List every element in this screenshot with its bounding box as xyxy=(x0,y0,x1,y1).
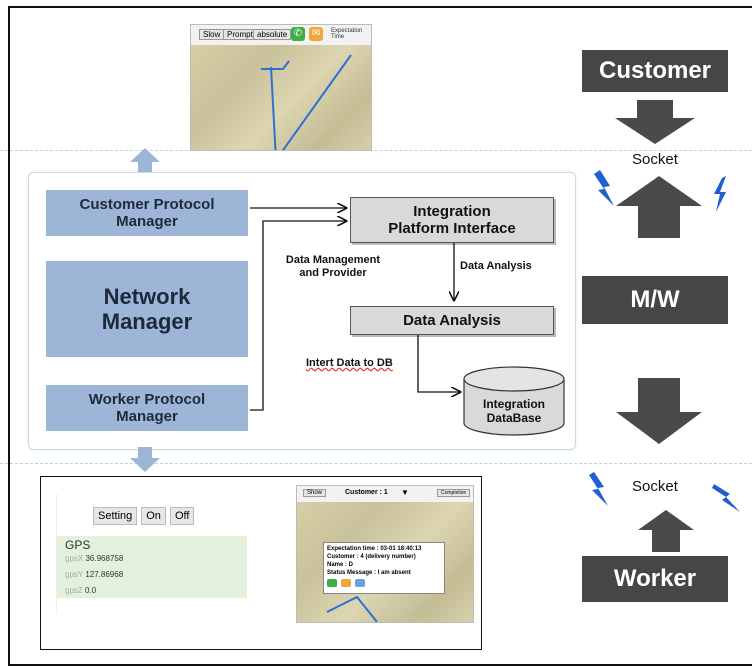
delivery-popup: Expectation time : 03-01 18:40:13 Custom… xyxy=(323,542,445,594)
socket-label-bottom: Socket xyxy=(632,478,678,495)
down-arrow-customer xyxy=(615,100,695,144)
gps-row-value: 36.968758 xyxy=(85,554,124,563)
route-lines xyxy=(261,54,352,150)
gps-row-value: 127.86968 xyxy=(85,570,124,579)
divider-bottom xyxy=(0,463,752,464)
customer-box: Customer xyxy=(582,50,728,92)
gps-panel: GPS gpsX 36.968758 gpsY 127.86968 gpsZ 0… xyxy=(57,536,247,598)
up-arrow-socket xyxy=(616,176,702,238)
insert-data-label: Intert Data to DB xyxy=(306,357,393,369)
chevron-down-icon[interactable]: ▼ xyxy=(401,488,409,497)
customer-app-screenshot: Slow Prompt absolute ✆ ✉ Expectation Tim… xyxy=(190,24,372,151)
up-arrow-worker xyxy=(638,510,694,552)
off-button[interactable]: Off xyxy=(169,507,195,525)
lightning-icon xyxy=(594,170,614,206)
mail-icon[interactable] xyxy=(341,579,351,587)
gps-app: Setting On Off GPS gpsX 36.968758 gpsY 1… xyxy=(56,494,247,614)
worker-map-app: Show Customer : 1 ▼ Completion Expectati… xyxy=(296,485,474,623)
popup-line: Expectation time : 03-01 18:40:13 xyxy=(327,546,422,552)
gps-row-key: gpsY xyxy=(65,570,84,579)
on-button[interactable]: On xyxy=(141,507,166,525)
lightning-icon xyxy=(714,176,726,212)
phone-icon[interactable]: ✆ xyxy=(291,27,305,41)
lightning-icon xyxy=(712,484,740,512)
network-manager: Network Manager xyxy=(46,261,248,357)
data-analysis-box: Data Analysis xyxy=(350,306,554,335)
gps-row-value: 0.0 xyxy=(85,586,97,595)
gps-toolbar: Setting On Off xyxy=(93,507,195,525)
popup-actions xyxy=(327,579,441,587)
phone-icon[interactable] xyxy=(327,579,337,587)
gps-title: GPS xyxy=(65,538,91,552)
customer-app-toolbar: Slow Prompt absolute ✆ ✉ Expectation Tim… xyxy=(191,25,371,45)
integration-platform-interface: Integration Platform Interface xyxy=(350,197,554,243)
completion-button[interactable]: Completion xyxy=(437,489,471,497)
worker-route-lines xyxy=(326,595,378,622)
message-icon[interactable] xyxy=(355,579,365,587)
worker-box: Worker xyxy=(582,556,728,602)
worker-map: Expectation time : 03-01 18:40:13 Custom… xyxy=(297,502,473,622)
gps-row: gpsZ 0.0 xyxy=(65,586,235,595)
worker-map-toolbar: Show Customer : 1 ▼ Completion xyxy=(297,486,473,502)
data-analysis-label: Data Analysis xyxy=(460,260,532,272)
gps-row: gpsY 127.86968 xyxy=(65,570,235,579)
database-cylinder xyxy=(463,366,565,436)
down-arrow-worker xyxy=(616,378,702,444)
data-management-label: Data Management and Provider xyxy=(285,254,381,279)
lightning-icon xyxy=(589,472,608,506)
absolute-button[interactable]: absolute xyxy=(253,29,292,40)
gps-row: gpsX 36.968758 xyxy=(65,554,235,563)
popup-line: Status Message : I am absent xyxy=(327,570,411,576)
worker-protocol-manager: Worker Protocol Manager xyxy=(46,385,248,431)
socket-label-top: Socket xyxy=(632,151,678,168)
popup-line: Customer : 4 (delivery number) xyxy=(327,554,416,560)
popup-line: Name : D xyxy=(327,562,354,568)
show-button[interactable]: Show xyxy=(303,489,327,497)
customer-protocol-manager: Customer Protocol Manager xyxy=(46,190,248,236)
customer-map xyxy=(191,45,371,150)
mw-box: M/W xyxy=(582,276,728,324)
divider-top xyxy=(0,150,752,151)
gps-row-key: gpsZ xyxy=(65,586,83,595)
database-label: Integration DataBase xyxy=(483,397,545,425)
setting-button[interactable]: Setting xyxy=(93,507,138,525)
mail-icon[interactable]: ✉ xyxy=(309,27,323,41)
customer-select[interactable]: Customer : 1 xyxy=(345,489,388,496)
expectation-time-label: Expectation Time xyxy=(331,28,363,40)
gps-row-key: gpsX xyxy=(65,554,84,563)
